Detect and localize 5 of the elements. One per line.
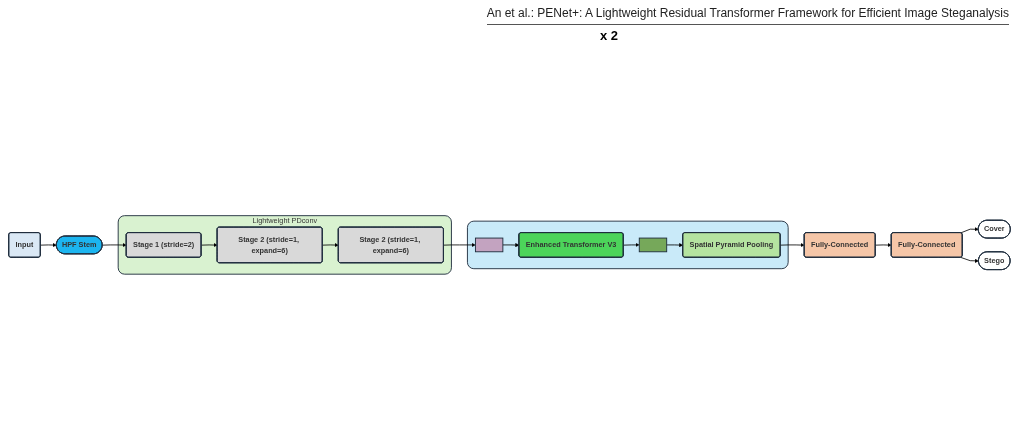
repeat-label: x 2 — [600, 28, 619, 43]
node-box — [475, 237, 504, 253]
cluster — [466, 220, 789, 270]
node-box — [638, 237, 668, 253]
running-header: An et al.: PENet+: A Lightweight Residual Transformer Framework for Efficient Image Steganalysis — [486, 6, 1009, 25]
